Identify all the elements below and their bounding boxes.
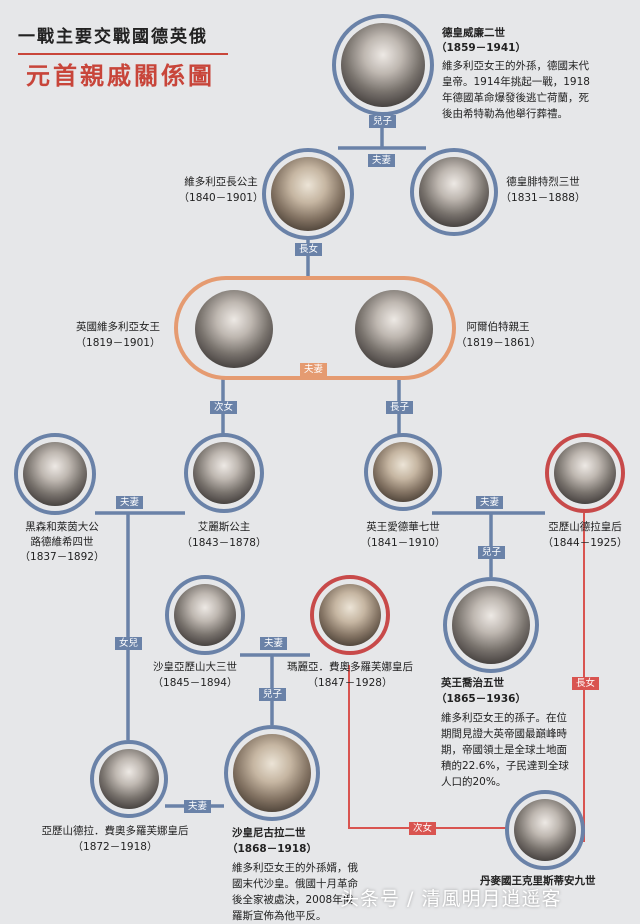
friedrich-iii-name: 德皇腓特烈三世	[506, 176, 580, 188]
portrait-queen-victoria	[190, 285, 278, 373]
ludwig-iv-years: （1837－1892）	[19, 551, 105, 563]
portrait-nicholas-ii	[224, 725, 320, 821]
albert-name: 阿爾伯特親王	[466, 321, 530, 333]
edward-vii-name: 英王愛德華七世	[366, 521, 440, 533]
tag-daughter: 女兒	[115, 637, 143, 650]
tag-eldest-daughter-red: 長女	[572, 677, 600, 690]
george-v-name: 英王喬治五世	[441, 677, 504, 689]
portrait-ludwig-iv	[14, 433, 96, 515]
portrait-edward-vii	[364, 433, 442, 511]
tag-eldest-son: 長子	[386, 401, 414, 414]
tag-eldest-daughter: 長女	[295, 243, 323, 256]
title-line-1: 一戰主要交戰國德英俄	[18, 22, 228, 55]
portrait-vicky	[262, 148, 354, 240]
alexandra-f-name: 亞歷山德拉．費奧多羅芙娜皇后	[41, 825, 189, 837]
maria-years: （1847－1928）	[307, 677, 393, 689]
george-v-desc: 維多利亞女王的孫子。在位期間見證大英帝國最巔峰時期，帝國領土是全球土地面積的22…	[441, 712, 569, 788]
line-christian-maria	[348, 665, 515, 829]
portrait-prince-albert	[350, 285, 438, 373]
edward-vii-years: （1841－1910）	[360, 537, 446, 549]
portrait-alexandra-feodorovna	[90, 740, 168, 818]
wilhelm-ii-name: 德皇威廉二世	[442, 27, 505, 39]
vicky-name: 維多利亞長公主	[184, 176, 258, 188]
portrait-maria-feodorovna	[310, 575, 390, 655]
portrait-friedrich-iii	[410, 148, 498, 236]
tag-spouse-alexander-maria: 夫妻	[260, 637, 288, 650]
alexander-iii-years: （1845－1894）	[152, 677, 238, 689]
maria-name: 瑪麗亞．費奧多羅芙娜皇后	[287, 661, 413, 673]
nicholas-ii-years: （1868－1918）	[227, 843, 317, 855]
tag-spouse-edward-alexandra: 夫妻	[476, 496, 504, 509]
tag-spouse-1: 夫妻	[368, 154, 396, 167]
victoria-albert-frame	[174, 276, 456, 380]
victoria-name: 英國維多利亞女王	[76, 321, 160, 333]
vicky-years: （1840－1901）	[178, 192, 264, 204]
portrait-wilhelm-ii	[332, 14, 434, 116]
tag-second-daughter-red: 次女	[409, 822, 437, 835]
christian-ix-name: 丹麥國王克里斯蒂安九世	[480, 875, 596, 887]
alexandra-years: （1844－1925）	[542, 537, 628, 549]
title-line-2: 元首親戚關係圖	[26, 61, 215, 90]
alexander-iii-name: 沙皇亞歷山大三世	[153, 661, 237, 673]
tag-son-2: 兒子	[478, 546, 506, 559]
tag-spouse-nicholas: 夫妻	[184, 800, 212, 813]
portrait-queen-alexandra	[545, 433, 625, 513]
nicholas-ii-name: 沙皇尼古拉二世	[232, 827, 306, 839]
victoria-years: （1819－1901）	[75, 337, 161, 349]
portrait-christian-ix	[505, 790, 585, 870]
tag-son-1: 兒子	[369, 115, 397, 128]
alexandra-name: 亞歷山德拉皇后	[548, 521, 622, 533]
portrait-princess-alice	[184, 433, 264, 513]
wilhelm-ii-desc: 維多利亞女王的外孫，德國末代皇帝。1914年挑起一戰，1918年德國革命爆發後逃…	[442, 60, 590, 120]
portrait-george-v	[443, 577, 539, 673]
george-v-years: （1865－1936）	[436, 693, 526, 705]
tag-son-3: 兒子	[259, 688, 287, 701]
ludwig-iv-name-1: 黑森和萊茵大公	[25, 521, 99, 533]
nicholas-ii-desc: 維多利亞女王的外孫婿，俄國末代沙皇。俄國十月革命後全家被處決，2008年俄羅斯宣…	[232, 862, 358, 922]
tag-spouse-victoria-albert: 夫妻	[300, 363, 328, 376]
alice-name: 艾麗斯公主	[197, 521, 251, 533]
tag-spouse-ludwig-alice: 夫妻	[116, 496, 144, 509]
ludwig-iv-name-2: 路德維希四世	[30, 536, 94, 548]
albert-years: （1819－1861）	[456, 337, 541, 349]
watermark: 头条号 / 清風明月逍遥客	[340, 888, 562, 910]
alexandra-f-years: （1872－1918）	[72, 841, 158, 853]
friedrich-iii-years: （1831－1888）	[500, 192, 586, 204]
portrait-alexander-iii	[165, 575, 245, 655]
alice-years: （1843－1878）	[181, 537, 267, 549]
tag-second-daughter: 次女	[210, 401, 238, 414]
wilhelm-ii-years: （1859－1941）	[436, 42, 526, 54]
